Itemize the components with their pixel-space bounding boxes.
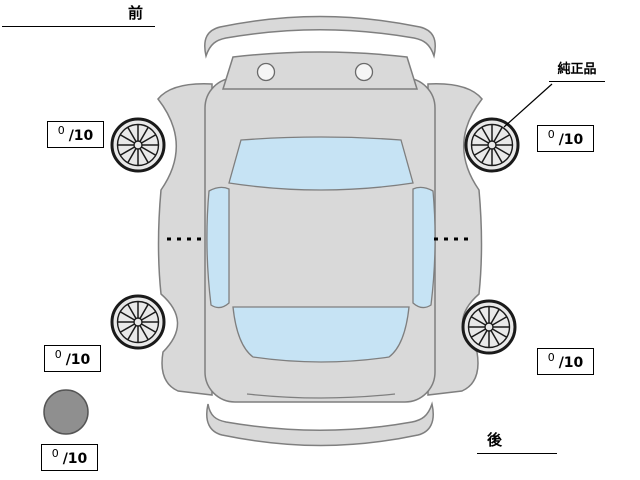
wheel-front-right — [464, 117, 520, 173]
wheel-rear-left — [110, 294, 166, 350]
hood-circle-right — [354, 62, 374, 82]
genuine-part-label: 純正品 — [549, 62, 605, 82]
rear-label: 後 — [477, 431, 557, 454]
wheel-rear-right — [461, 299, 517, 355]
genuine-part-label-text: 純正品 — [557, 62, 597, 77]
car-front-bumper — [204, 15, 436, 59]
hood-circle-left — [256, 62, 276, 82]
score-max: /10 — [68, 127, 94, 144]
car-hood — [221, 51, 419, 90]
right-side-window — [412, 186, 436, 309]
left-side-window — [206, 186, 230, 309]
windshield — [228, 136, 414, 191]
trunk-line — [246, 393, 396, 399]
rear-label-text: 後 — [487, 431, 503, 449]
wheel-front-left — [110, 117, 166, 173]
score-max: /10 — [558, 354, 584, 371]
score-value: 0 — [547, 128, 555, 141]
rear-window — [232, 306, 410, 363]
score-value: 0 — [57, 124, 65, 137]
front-label: 前 — [2, 4, 155, 27]
score-value: 0 — [51, 447, 59, 460]
car-left-panel — [157, 83, 213, 396]
score-max: /10 — [558, 131, 584, 148]
score-value: 0 — [54, 348, 62, 361]
tread-score-front-left: 0 /10 — [47, 121, 104, 148]
front-label-text: 前 — [127, 4, 143, 22]
score-max: /10 — [65, 351, 91, 368]
score-value: 0 — [547, 351, 555, 364]
score-max: /10 — [62, 450, 88, 467]
tread-score-rear-right: 0 /10 — [537, 348, 594, 375]
tread-score-spare: 0 /10 — [41, 444, 98, 471]
car-rear-bumper — [206, 401, 434, 447]
genuine-part-pointer-line — [503, 83, 553, 128]
spare-tire-icon — [43, 389, 89, 435]
tread-score-rear-left: 0 /10 — [44, 345, 101, 372]
tread-score-front-right: 0 /10 — [537, 125, 594, 152]
